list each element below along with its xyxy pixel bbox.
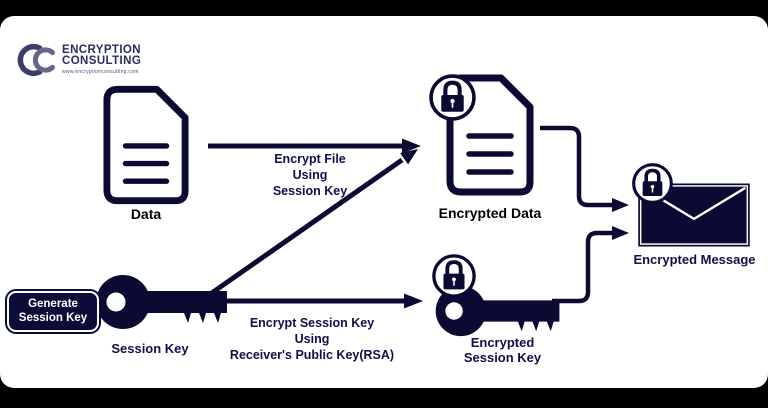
data-document-icon — [103, 85, 189, 205]
encryption-consulting-logo: ENCRYPTION CONSULTING www.encryptioncons… — [12, 40, 141, 80]
lock-badge-icon — [432, 254, 476, 298]
session-key-label: Session Key — [111, 341, 189, 356]
encrypt-file-caption: Encrypt File Using Session Key — [272, 152, 348, 198]
logo-name-line1: ENCRYPTION — [62, 43, 141, 56]
logo-name-line2: CONSULTING — [62, 55, 142, 68]
encrypted-message-label: Encrypted Message — [633, 252, 756, 267]
lock-badge-icon — [632, 163, 673, 204]
data-label: Data — [130, 206, 162, 222]
ec-monogram-icon — [17, 43, 56, 77]
encrypt-session-key-caption: Encrypt Session Key Using Receiver's Pub… — [229, 316, 395, 362]
lock-badge-icon — [429, 74, 476, 121]
logo-tagline: www.encryptionconsulting.com — [62, 69, 139, 76]
encrypted-data-label: Encrypted Data — [438, 205, 542, 221]
encrypted-session-key-icon — [435, 285, 560, 337]
generate-session-key-button[interactable]: Generate Session Key — [7, 291, 99, 332]
encrypted-session-key-label: Encrypted Session Key — [463, 335, 542, 365]
